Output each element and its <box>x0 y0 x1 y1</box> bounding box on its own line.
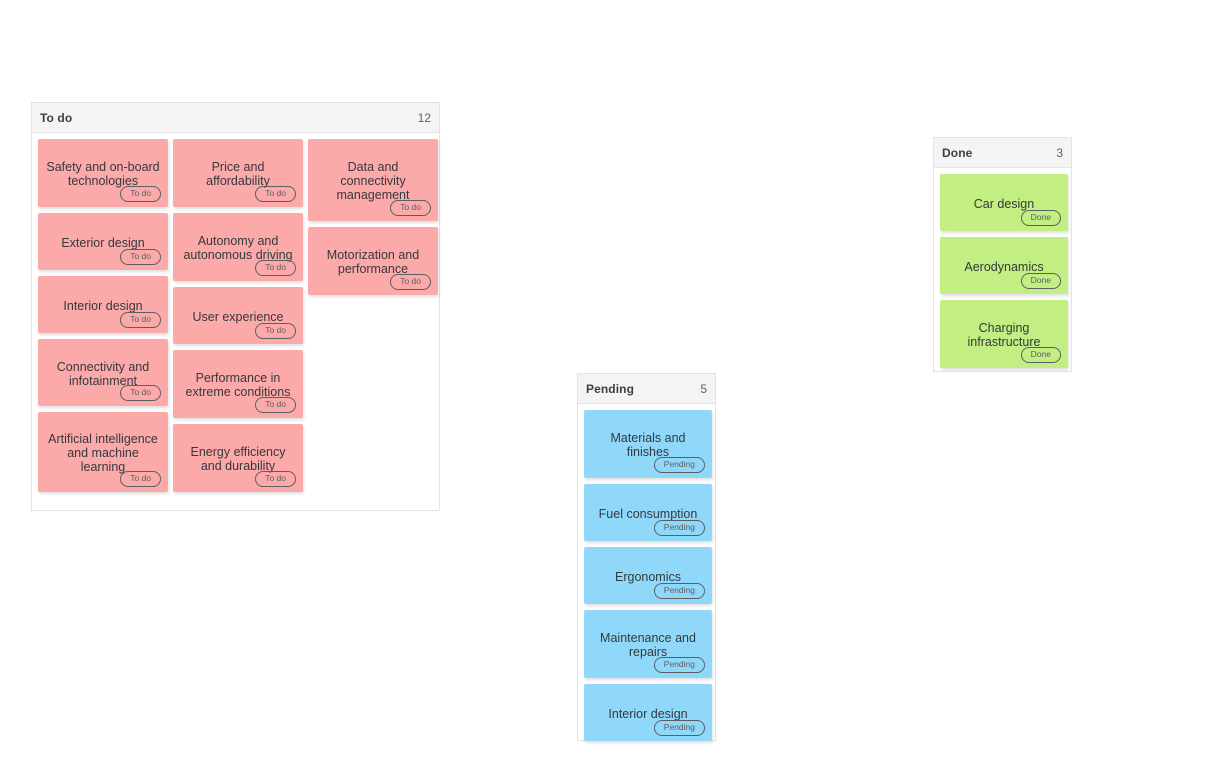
kanban-card-title: Fuel consumption <box>598 506 698 521</box>
kanban-card-title: Motorization and performance <box>326 248 420 276</box>
column-header-todo: To do 12 <box>32 103 439 133</box>
kanban-card-title: Interior design <box>63 298 143 313</box>
kanban-card-title: Exterior design <box>61 235 145 250</box>
kanban-card-status-badge: To do <box>120 471 161 487</box>
column-count-done: 3 <box>1056 145 1063 160</box>
kanban-card-title: Data and connectivity management <box>336 160 410 202</box>
column-header-pending: Pending 5 <box>578 374 715 404</box>
kanban-card-status-badge: To do <box>120 186 161 202</box>
kanban-card-status-badge: To do <box>120 312 161 328</box>
kanban-card-title: Ergonomics <box>615 569 681 584</box>
kanban-card-status-badge: To do <box>255 260 296 276</box>
column-title-pending: Pending <box>586 381 635 396</box>
kanban-card[interactable]: Artificial intelligence and machine lear… <box>38 412 168 492</box>
kanban-card-status-badge: Pending <box>653 657 705 673</box>
kanban-card-title: Performance in extreme conditions <box>185 371 291 399</box>
kanban-card-title: Materials and finishes <box>610 431 686 459</box>
kanban-card-status-badge: To do <box>255 471 296 487</box>
kanban-card-status-badge: Pending <box>653 583 705 599</box>
kanban-card-title: Aerodynamics <box>964 259 1044 274</box>
kanban-card-status-badge: To do <box>255 323 296 339</box>
kanban-card-title: Artificial intelligence and machine lear… <box>48 432 158 474</box>
kanban-card-title: Interior design <box>608 706 688 721</box>
column-header-done: Done 3 <box>934 138 1071 168</box>
kanban-card-status-badge: To do <box>390 274 431 290</box>
kanban-card-status-badge: To do <box>120 385 161 401</box>
column-count-pending: 5 <box>700 381 707 396</box>
kanban-card-status-badge: Done <box>1020 210 1061 226</box>
kanban-card-title: Autonomy and autonomous driving <box>183 234 293 262</box>
column-title-done: Done <box>942 145 973 160</box>
kanban-card-status-badge: Pending <box>653 720 705 736</box>
kanban-card-title: Connectivity and infotainment <box>56 359 150 388</box>
kanban-card-status-badge: To do <box>255 186 296 202</box>
kanban-card-status-badge: To do <box>255 397 296 413</box>
kanban-card-status-badge: Pending <box>653 457 705 473</box>
kanban-card-title: Maintenance and repairs <box>600 631 696 659</box>
column-title-todo: To do <box>40 110 73 125</box>
kanban-card-title: Price and affordability <box>206 160 270 188</box>
kanban-card-status-badge: Pending <box>653 520 705 536</box>
kanban-card-status-badge: To do <box>390 200 431 216</box>
kanban-card-title: Charging infrastructure <box>967 321 1041 349</box>
kanban-card-status-badge: Done <box>1020 347 1061 363</box>
kanban-card-status-badge: Done <box>1020 273 1061 289</box>
column-count-todo: 12 <box>417 110 431 125</box>
kanban-card-title: Car design <box>973 196 1035 211</box>
kanban-card-title: User experience <box>192 309 284 324</box>
kanban-card-title: Energy efficiency and durability <box>190 445 286 473</box>
kanban-column-todo: To do 12 Safety and on-board technologie… <box>31 102 440 511</box>
kanban-card-status-badge: To do <box>120 249 161 265</box>
kanban-card-title: Safety and on-board technologies <box>46 160 160 188</box>
